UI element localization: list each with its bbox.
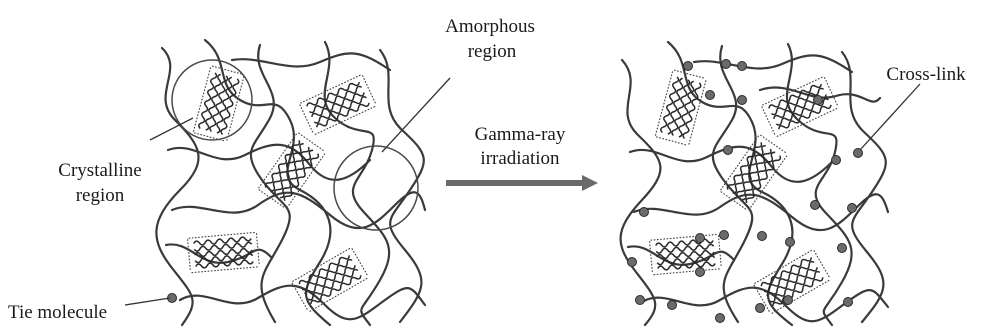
cross-link-node — [786, 238, 795, 247]
tie-molecule-label: Tie molecule — [8, 302, 107, 323]
right-panel-after-irradiation — [621, 42, 888, 325]
cross-link-node — [640, 208, 649, 217]
cross-link-node — [838, 244, 847, 253]
amorphous-region-highlight — [334, 146, 418, 230]
cross-link-node — [668, 301, 677, 310]
arrow-head — [582, 175, 598, 191]
cross-link-node — [716, 314, 725, 323]
cross-link-node — [684, 62, 693, 71]
cross-link-node — [738, 96, 747, 105]
cross-link-label: Cross-link — [886, 64, 966, 85]
cross-link-node — [758, 232, 767, 241]
cross-link-node — [832, 156, 841, 165]
cross-link-node — [696, 234, 705, 243]
cross-link-node — [844, 298, 853, 307]
cross-link-node — [628, 258, 637, 267]
cross-link-node — [784, 296, 793, 305]
cross-link-node — [738, 62, 747, 71]
cross-link-node — [848, 204, 857, 213]
crystalline-label-line1: Crystalline — [58, 160, 141, 181]
crystalline-label-line2: region — [76, 185, 125, 206]
cross-link-node — [854, 149, 863, 158]
cross-link-node — [722, 60, 731, 69]
irradiation-arrow: Gamma-ray irradiation — [446, 124, 598, 191]
cross-link-node — [636, 296, 645, 305]
amorphous-chains-right — [621, 42, 888, 325]
amorphous-label-line2: region — [468, 41, 517, 62]
cross-link-node — [724, 146, 733, 155]
cross-link-leader-line — [860, 84, 920, 150]
cross-link-node — [696, 268, 705, 277]
cross-link-node — [720, 231, 729, 240]
cross-link-node — [814, 96, 823, 105]
process-label-line1: Gamma-ray — [475, 124, 566, 145]
left-panel-before-irradiation — [156, 40, 425, 325]
crystalline-lamellae-left — [188, 66, 377, 312]
crystalline-leader-line — [150, 118, 193, 140]
tie-molecule-leader-line — [125, 298, 170, 305]
process-label-line2: irradiation — [480, 148, 560, 169]
amorphous-chains-left — [156, 40, 425, 325]
amorphous-label-line1: Amorphous — [445, 16, 535, 37]
crystalline-lamellae-right — [650, 70, 839, 314]
cross-link-node — [756, 304, 765, 313]
cross-link-node — [811, 201, 820, 210]
cross-link-node — [706, 91, 715, 100]
